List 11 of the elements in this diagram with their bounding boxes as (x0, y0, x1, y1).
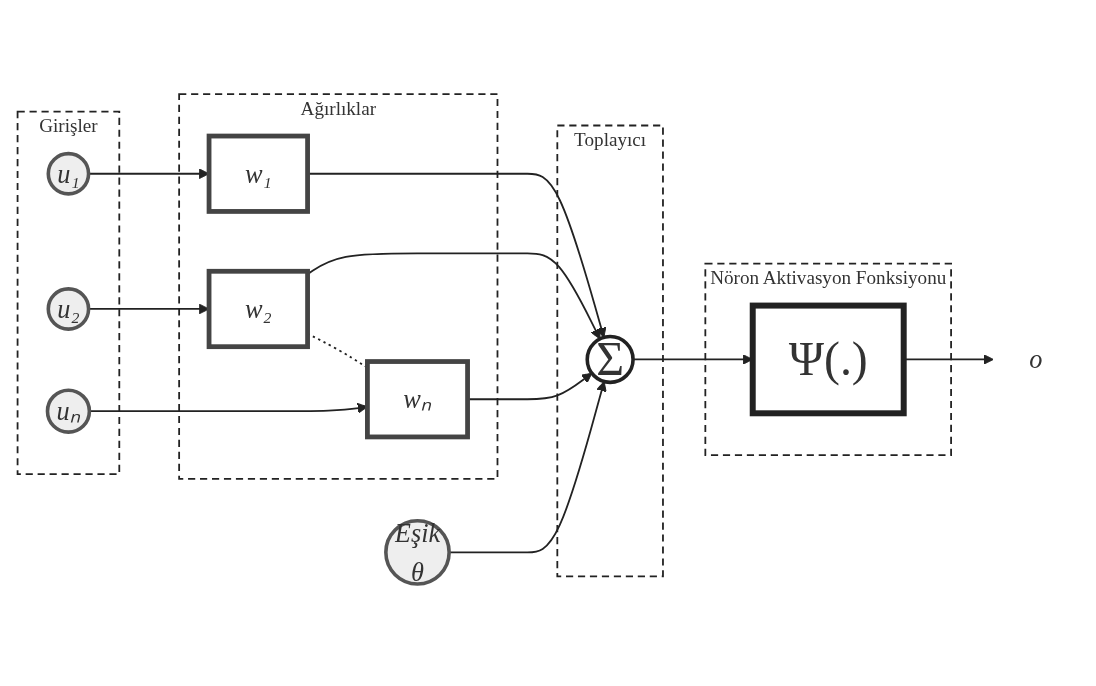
node-box: w₂ (206, 268, 310, 350)
arrow (448, 381, 607, 554)
node-text: o (1029, 344, 1043, 375)
node-box: w₁ (206, 133, 310, 214)
node-circle: Eşik θ (384, 518, 451, 586)
node-circle: uₙ (45, 388, 92, 434)
node-circle: u₂ (46, 287, 91, 331)
node-circle: u₁ (46, 151, 91, 196)
node-box: wₙ (365, 359, 470, 440)
node-box: Ψ(.) (749, 302, 907, 417)
node-circle: Σ (585, 334, 635, 385)
